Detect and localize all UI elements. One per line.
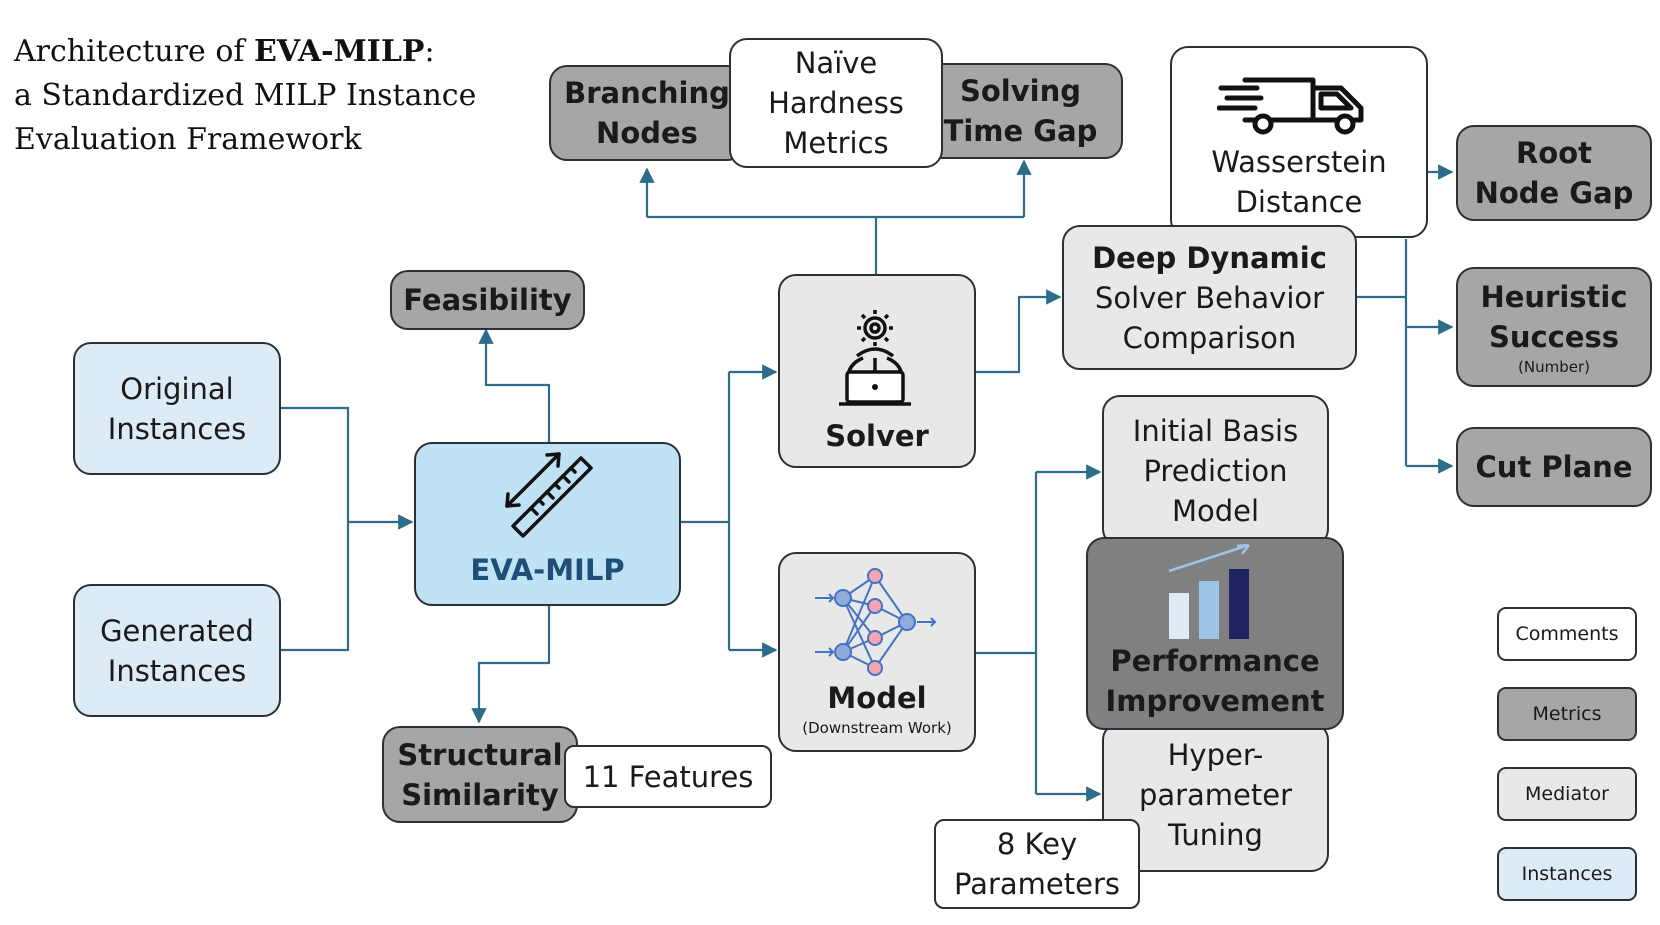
legend-mediator: Mediator bbox=[1497, 767, 1637, 821]
performance-improvement-box: Performance Improvement bbox=[1086, 537, 1344, 730]
legend-instances: Instances bbox=[1497, 847, 1637, 901]
naive-hardness-line1: Naïve bbox=[794, 46, 878, 80]
heuristic-success-note: (Number) bbox=[1518, 358, 1590, 376]
model-note: (Downstream Work) bbox=[802, 719, 952, 737]
features-label: 11 Features bbox=[582, 759, 754, 794]
diagram-title: Architecture of EVA-MILP: a Standardized… bbox=[14, 30, 476, 162]
heuristic-success-line2: Success bbox=[1488, 320, 1620, 354]
initial-basis-line2: Prediction bbox=[1143, 454, 1288, 488]
performance-line1: Performance bbox=[1110, 644, 1320, 678]
eva-milp-label: EVA-MILP bbox=[470, 553, 625, 587]
initial-basis-line1: Initial Basis bbox=[1132, 414, 1299, 448]
branching-nodes-line2: Nodes bbox=[596, 116, 698, 150]
deep-dynamic-line2: Solver Behavior bbox=[1094, 280, 1325, 315]
structural-similarity-box: Structural Similarity bbox=[382, 726, 578, 823]
heuristic-success-box: Heuristic Success (Number) bbox=[1456, 267, 1652, 387]
legend-mediator-label: Mediator bbox=[1525, 783, 1609, 805]
hyperparameter-line3: Tuning bbox=[1168, 818, 1263, 852]
solving-time-gap-box: Solving Time Gap bbox=[918, 63, 1123, 159]
original-instances-line2: Instances bbox=[107, 411, 247, 446]
root-node-gap-box: Root Node Gap bbox=[1456, 125, 1652, 221]
title-line2: a Standardized MILP Instance bbox=[14, 78, 477, 113]
legend-instances-label: Instances bbox=[1521, 863, 1613, 885]
hyperparameter-line2: parameter bbox=[1138, 778, 1293, 812]
root-node-gap-line1: Root bbox=[1515, 136, 1593, 170]
generated-instances-box: Generated Instances bbox=[73, 584, 281, 717]
deep-dynamic-line3: Comparison bbox=[1122, 320, 1297, 355]
key-parameters-comment-box: 8 Key Parameters bbox=[934, 819, 1140, 909]
hyperparameter-line1: Hyper- bbox=[1167, 738, 1264, 772]
solver-label: Solver bbox=[825, 419, 929, 453]
root-node-gap-line2: Node Gap bbox=[1474, 176, 1634, 210]
structural-similarity-line1: Structural bbox=[397, 737, 563, 772]
legend-comments-label: Comments bbox=[1515, 623, 1619, 645]
solver-box: Solver bbox=[778, 274, 976, 468]
neural-network-icon bbox=[815, 568, 937, 676]
wasserstein-line2: Distance bbox=[1235, 185, 1363, 219]
title-line1-prefix: Architecture of bbox=[14, 34, 255, 69]
cut-plane-label: Cut Plane bbox=[1475, 450, 1633, 484]
title-line3: Evaluation Framework bbox=[14, 122, 362, 157]
delivery-truck-icon bbox=[1217, 77, 1364, 135]
naive-hardness-line2: Hardness bbox=[768, 86, 904, 120]
legend-comments: Comments bbox=[1497, 607, 1637, 661]
initial-basis-line3: Model bbox=[1171, 494, 1260, 528]
ruler-icon bbox=[504, 452, 593, 538]
model-label: Model bbox=[827, 681, 927, 715]
title-line1-suffix: : bbox=[424, 34, 435, 69]
feasibility-box: Feasibility bbox=[390, 270, 585, 330]
model-box: Model (Downstream Work) bbox=[778, 552, 976, 752]
feasibility-label: Feasibility bbox=[403, 283, 572, 317]
branching-nodes-line1: Branching bbox=[564, 76, 730, 110]
key-params-line2: Parameters bbox=[954, 867, 1120, 901]
naive-hardness-metrics-box: Naïve Hardness Metrics bbox=[729, 38, 943, 168]
generated-instances-line1: Generated bbox=[100, 613, 254, 648]
initial-basis-model-box: Initial Basis Prediction Model bbox=[1102, 395, 1329, 547]
legend-metrics-label: Metrics bbox=[1532, 703, 1602, 725]
solving-time-gap-line2: Time Gap bbox=[943, 114, 1098, 148]
key-params-line1: 8 Key bbox=[996, 827, 1078, 861]
branching-nodes-box: Branching Nodes bbox=[549, 65, 745, 161]
performance-line2: Improvement bbox=[1105, 684, 1325, 718]
original-instances-line1: Original bbox=[120, 371, 234, 406]
wasserstein-line1: Wasserstein bbox=[1211, 145, 1387, 179]
legend-metrics: Metrics bbox=[1497, 687, 1637, 741]
deep-dynamic-comparison-box: Deep Dynamic Solver Behavior Comparison bbox=[1062, 225, 1357, 370]
deep-dynamic-line1: Deep Dynamic bbox=[1092, 240, 1327, 275]
heuristic-success-line1: Heuristic bbox=[1480, 280, 1628, 314]
structural-similarity-line2: Similarity bbox=[401, 777, 559, 812]
cut-plane-box: Cut Plane bbox=[1456, 427, 1652, 507]
eva-milp-box: EVA-MILP bbox=[414, 442, 681, 606]
generated-instances-line2: Instances bbox=[107, 653, 247, 688]
bar-chart-growth-icon bbox=[1168, 543, 1250, 639]
person-laptop-gear-icon bbox=[839, 310, 911, 406]
original-instances-box: Original Instances bbox=[73, 342, 281, 475]
title-line1-bold: EVA-MILP bbox=[254, 34, 425, 69]
solving-time-gap-line1: Solving bbox=[960, 74, 1081, 108]
naive-hardness-line3: Metrics bbox=[783, 126, 889, 160]
wasserstein-distance-box: Wasserstein Distance bbox=[1170, 46, 1428, 238]
features-comment-box: 11 Features bbox=[564, 745, 772, 808]
